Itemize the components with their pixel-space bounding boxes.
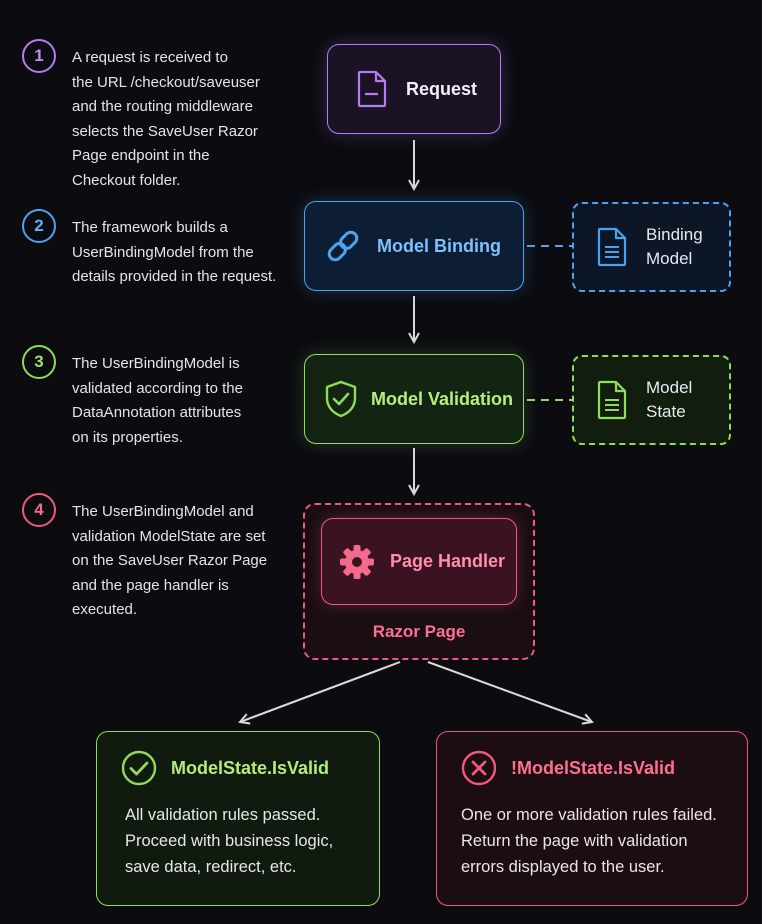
model-validation-label: Model Validation	[371, 388, 514, 409]
document-icon	[597, 227, 627, 267]
document-icon	[357, 70, 387, 108]
step-4: 4 The UserBindingModel and validation Mo…	[22, 493, 298, 623]
arrow-razor-to-invalid	[427, 661, 592, 722]
valid-outcome-title: ModelState.IsValid	[171, 757, 330, 778]
x-circle-icon	[461, 750, 497, 786]
valid-outcome-box: ModelState.IsValid All validation rules …	[96, 731, 380, 906]
page-handler-box: Page Handler	[321, 518, 517, 605]
link-icon	[327, 230, 359, 262]
binding-model-box: Binding Model	[572, 202, 731, 292]
step-text-3: The UserBindingModel is validated accord…	[72, 355, 243, 446]
step-number-1: 1	[22, 39, 56, 73]
razor-page-label: Razor Page	[372, 622, 466, 641]
model-binding-box: Model Binding	[304, 201, 524, 291]
model-state-box: Model State	[572, 355, 731, 445]
step-1: 1 A request is received to the URL /chec…	[22, 39, 298, 193]
model-state-label: Model State	[646, 378, 693, 421]
model-binding-label: Model Binding	[377, 235, 501, 256]
binding-model-label: Binding Model	[646, 225, 703, 268]
valid-outcome-text: All validation rules passed. Proceed wit…	[125, 806, 334, 876]
request-label: Request	[406, 78, 478, 99]
step-number-3: 3	[22, 345, 56, 379]
invalid-outcome-text: One or more validation rules failed. Ret…	[461, 806, 717, 876]
step-text-1: A request is received to the URL /checko…	[72, 49, 260, 189]
arrow-razor-to-valid	[240, 661, 401, 722]
invalid-outcome-title: !ModelState.IsValid	[511, 757, 676, 778]
step-number-2: 2	[22, 209, 56, 243]
model-validation-box: Model Validation	[304, 354, 524, 444]
shield-check-icon	[325, 380, 357, 418]
page-handler-label: Page Handler	[390, 551, 506, 571]
step-text-2: The framework builds a UserBindingModel …	[72, 219, 277, 285]
gear-icon	[340, 544, 374, 579]
step-number-4: 4	[22, 493, 56, 527]
step-2: 2 The framework builds a UserBindingMode…	[22, 209, 304, 290]
invalid-outcome-box: !ModelState.IsValid One or more validati…	[436, 731, 748, 906]
document-icon	[597, 380, 627, 420]
request-box: Request	[327, 44, 501, 134]
step-3: 3 The UserBindingModel is validated acco…	[22, 345, 298, 450]
step-text-4: The UserBindingModel and validation Mode…	[72, 503, 268, 618]
check-circle-icon	[121, 750, 157, 786]
